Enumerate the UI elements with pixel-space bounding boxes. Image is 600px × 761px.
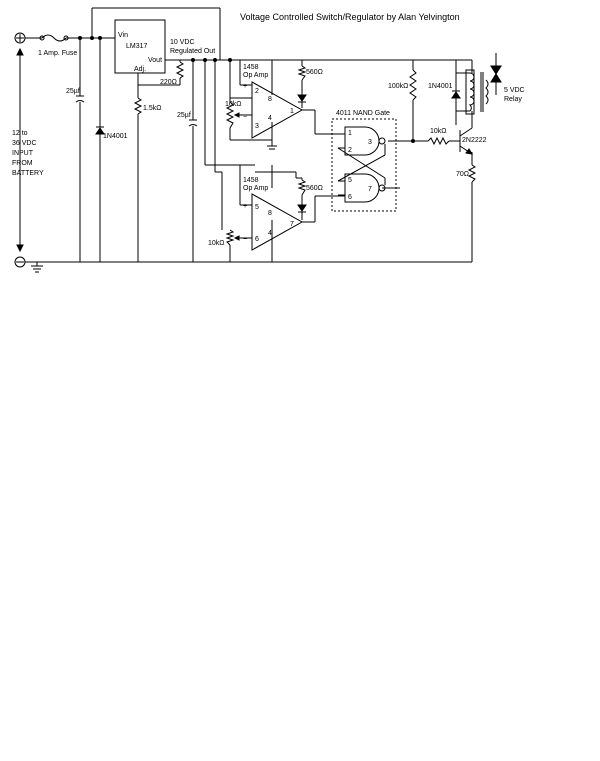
relay-label-1: 5 VDC: [504, 87, 525, 94]
op-amp-2-pin-7: 7: [290, 221, 294, 228]
relay-label-2: Relay: [504, 96, 522, 103]
transistor-label: 2N2222: [462, 137, 487, 144]
op-amp-2-plus: +: [243, 203, 247, 210]
potentiometer-bottom-label: 10kΩ: [208, 240, 225, 247]
resistor-560-top-label: 560Ω: [306, 69, 323, 76]
op-amp-1-part: 1458: [243, 64, 259, 71]
op-amp-2-pin-6: 6: [255, 236, 259, 243]
diode-left-label: 1N4001: [103, 133, 128, 140]
potentiometer-bottom-wiper: [233, 235, 240, 241]
diode-left: [95, 126, 105, 135]
relay-coil: [465, 69, 489, 115]
op-amp-1-pin-1: 1: [290, 108, 294, 115]
regulator-adj-label: Adj.: [134, 66, 146, 73]
resistor-100k: [409, 69, 417, 101]
op-amp-1-pin-4: 4: [268, 115, 272, 122]
capacitor-middle: [188, 119, 198, 127]
resistor-100k-label: 100kΩ: [388, 83, 408, 90]
fuse: [39, 34, 69, 42]
nand-gate-2-pin-5: 5: [348, 177, 352, 184]
nand-gate-1-pin-1: 1: [348, 130, 352, 137]
resistor-560-bottom: [297, 179, 307, 196]
nand-gate-1-pin-2: 2: [348, 147, 352, 154]
ground-symbol: [31, 265, 43, 273]
potentiometer-top-label: 10kΩ: [225, 101, 242, 108]
op-amp-1-pin-2: 2: [255, 88, 259, 95]
positive-terminal: [14, 32, 26, 44]
potentiometer-bottom: [225, 229, 235, 246]
svg-text:FROM: FROM: [12, 160, 33, 167]
resistor-70-label: 70Ω: [456, 171, 469, 178]
svg-text:BATTERY: BATTERY: [12, 170, 44, 177]
op-amp-2-pin-5: 5: [255, 204, 259, 211]
regulator-vout-label: Vout: [148, 57, 162, 64]
potentiometer-top: [225, 101, 235, 129]
diode-right: [451, 73, 461, 111]
nand-gate-label: 4011 NAND Gate: [336, 110, 390, 117]
negative-terminal: [14, 256, 26, 268]
wiring: [25, 7, 473, 266]
nand-gate-1-pin-3: 3: [368, 139, 372, 146]
regulated-out-label-2: Regulated Out: [170, 48, 215, 55]
regulator-vin-label: Vin: [118, 32, 128, 39]
fuse-label: 1 Amp. Fuse: [38, 50, 77, 57]
resistor-10k-base: [427, 136, 450, 146]
op-amp-2: [251, 193, 304, 251]
regulator-part-label: LM317: [126, 43, 148, 50]
op-amp-2-pin-8: 8: [268, 210, 272, 217]
op-amp-1-type: Op Amp: [243, 72, 268, 79]
svg-text:INPUT: INPUT: [12, 150, 34, 157]
nand-gate-2-bubble: [378, 184, 386, 192]
op-amp-2-minus: −: [243, 236, 247, 243]
nand-gate-2-pin-7: 7: [368, 186, 372, 193]
input-voltage-arrow: [16, 47, 24, 253]
svg-text:36 VDC: 36 VDC: [12, 140, 37, 147]
resistor-560-bottom-label: 560Ω: [306, 185, 323, 192]
resistor-560-top: [297, 65, 307, 81]
diode-right-label: 1N4001: [428, 83, 453, 90]
potentiometer-top-wiper: [233, 112, 240, 118]
junction-dots: [78, 36, 415, 143]
op-amp-1: [251, 81, 304, 139]
diagram-title: Voltage Controlled Switch/Regulator by A…: [240, 12, 460, 22]
capacitor-left: [75, 95, 85, 103]
nand-gate-box: [331, 118, 397, 212]
lm317-regulator: [114, 19, 166, 74]
capacitor-left-label: 25µf: [66, 88, 80, 95]
resistor-220-label: 220Ω: [160, 79, 177, 86]
nand-gate-1-bubble: [378, 137, 386, 145]
nand-gate-2-pin-6: 6: [348, 194, 352, 201]
transistor-2n2222: [459, 127, 473, 155]
op-amp-1-pin-8: 8: [268, 96, 272, 103]
relay-arrows-icon: [490, 53, 502, 95]
op-amp-2-type: Op Amp: [243, 185, 268, 192]
svg-text:12 to: 12 to: [12, 130, 28, 137]
led-top: [297, 94, 307, 108]
latch-cross-coupling: [337, 133, 386, 196]
resistor-10k-base-label: 10kΩ: [430, 128, 447, 135]
resistor-1k5: [133, 97, 143, 115]
op-amp-1-plus: +: [243, 83, 247, 90]
resistor-70: [467, 164, 477, 183]
op-amp-2-part: 1458: [243, 177, 259, 184]
input-voltage-label: 12 to 36 VDC INPUT FROM BATTERY: [12, 130, 44, 177]
ground-opamp-1: [267, 145, 277, 150]
op-amp-2-pin-4: 4: [268, 230, 272, 237]
resistor-220: [175, 61, 185, 79]
regulated-out-label-1: 10 VDC: [170, 39, 195, 46]
op-amp-1-pin-3: 3: [255, 123, 259, 130]
capacitor-middle-label: 25µf: [177, 112, 191, 119]
resistor-1k5-label: 1.5kΩ: [143, 105, 161, 112]
op-amp-1-minus: −: [243, 114, 247, 121]
led-bottom: [297, 204, 307, 220]
